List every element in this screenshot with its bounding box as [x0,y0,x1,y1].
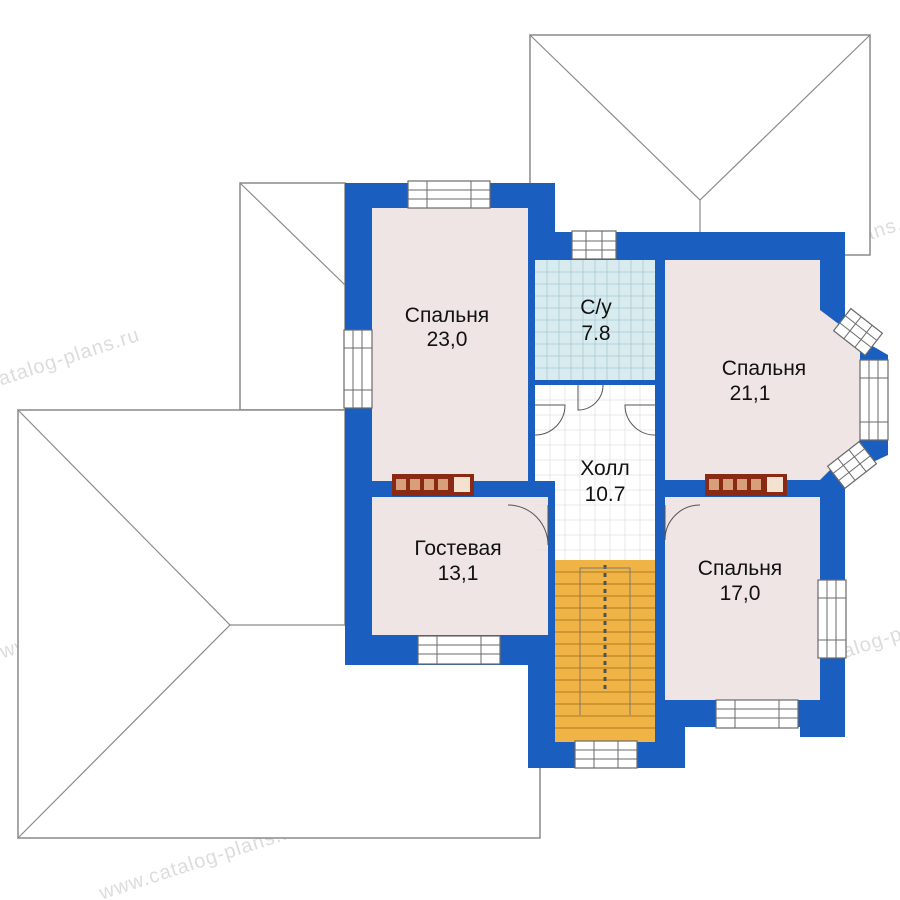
floor-bedroom-nw [372,208,528,481]
window-top-left [407,180,491,209]
room-area: 7.8 [581,322,610,345]
roof-ridge [239,182,346,286]
partition-left-hall [528,208,535,481]
window-bay-lower [826,440,878,490]
roof-top-right [529,34,871,256]
room-name: Спальня [698,557,782,580]
room-name: С/у [580,296,612,319]
room-name: Спальня [405,304,489,327]
room-area: 17,0 [720,582,761,605]
room-name: Спальня [722,357,806,380]
room-area: 21,1 [730,382,771,405]
floor-bedroom-ne [665,260,860,480]
partition-bathroom-hall [535,380,655,385]
room-name: Гостевая [414,537,501,560]
window-bottom-left [417,635,501,665]
floor-guest [372,497,548,635]
windows [343,180,889,769]
door-hall-bedroom-ne [624,404,656,436]
partition-right-hall [655,232,665,480]
floor-bedroom-se [665,497,820,700]
door-hall-bathroom [577,384,604,411]
window-bay-middle [859,359,889,441]
room-labels: Спальня 23,0 С/у 7.8 Спальня 21,1 Холл 1… [405,296,806,605]
roofs [17,34,871,839]
fireplace-left [392,474,474,496]
window-bay-upper [832,307,884,357]
room-area: 13,1 [438,562,479,585]
window-stair [574,740,638,769]
door-guest [507,504,549,546]
door-hall-bedroom-nw [534,404,566,436]
roof-upper-left [239,182,346,411]
doors [507,384,701,546]
fireplace-right [705,474,787,496]
room-area: 10.7 [585,483,626,506]
window-top-middle [571,230,617,260]
staircase [555,565,655,729]
room-name: Холл [580,457,630,480]
bathroom-tiles [535,260,655,380]
window-right-wall [817,579,847,659]
door-bedroom-se [664,504,701,541]
floor-stairs [555,560,655,742]
partition-stair-bedroom [655,497,665,727]
room-area: 23,0 [427,328,468,351]
watermark-text: www.catalog-plans.ru [0,324,143,410]
partition-guest-stair [548,497,555,635]
room-floors [372,208,860,742]
window-bottom-right [715,699,799,729]
stair-direction [579,567,631,715]
window-left-wall [343,329,373,409]
